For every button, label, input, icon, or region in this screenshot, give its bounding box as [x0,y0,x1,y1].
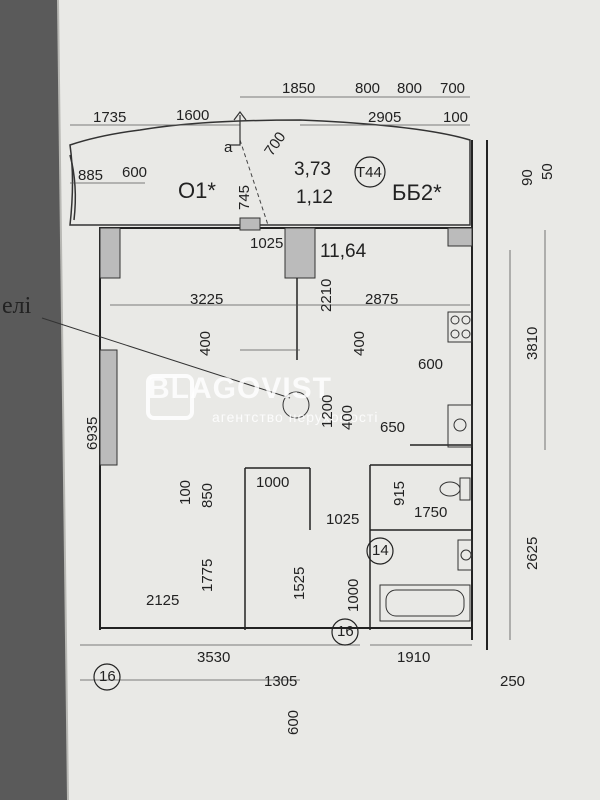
dim-800a: 800 [355,80,381,97]
dim-3225: 3225 [190,291,224,308]
dim-1000b: 1000 [345,578,362,612]
dim-1525: 1525 [291,566,308,600]
dim-885: 885 [78,167,104,184]
dim-6935: 6935 [84,416,101,450]
bathtub-icon [379,584,471,622]
dim-1200: 1200 [319,394,336,428]
main-area-label: 11,64 [320,241,367,262]
watermark-brand: BLAGOVIST [148,372,333,405]
dim-3530: 3530 [197,649,231,666]
toilet-icon [439,477,471,501]
dim-1025a: 1025 [250,235,284,252]
dim-3810: 3810 [524,326,541,360]
dim-2625: 2625 [524,536,541,570]
dim-250: 250 [500,673,526,690]
dim-2875: 2875 [365,291,399,308]
dim-745: 745 [236,184,253,210]
dim-2125: 2125 [146,592,180,609]
dim-1600: 1600 [176,107,210,124]
side-text: елі [2,293,32,319]
dim-600b: 600 [418,356,444,373]
dim-1025b: 1025 [326,511,360,528]
dim-600a: 600 [122,164,148,181]
sink-icon [447,404,473,448]
arrow-letter: a [224,139,233,156]
dim-700: 700 [440,80,466,97]
dim-50: 50 [539,163,556,180]
watermark-logo-icon [146,374,194,420]
dim-400c: 400 [339,404,356,430]
balcony-left-label: O1* [178,178,216,203]
leader-line [41,317,291,399]
stove-icon [447,311,473,343]
axis-marker-14: 14 [372,542,389,559]
dim-600c: 600 [285,709,302,735]
dimension-lines [70,96,546,681]
dim-1305: 1305 [264,673,298,690]
dim-90: 90 [519,169,536,186]
dim-100: 100 [177,479,194,505]
dim-400b: 400 [351,330,368,356]
dim-2905: 2905 [368,109,402,126]
dim-100: 100 [443,109,469,126]
type-marker: T44 [356,164,382,181]
dim-1735: 1735 [93,109,127,126]
balcony-area-label: 3,73 [294,159,331,180]
dim-915: 915 [391,480,408,506]
dim-1750: 1750 [414,504,448,521]
partitions [244,278,472,630]
washbasin-icon [457,539,473,571]
dim-1910: 1910 [397,649,431,666]
dim-400a: 400 [197,330,214,356]
balcony-right-label: ББ2* [392,180,442,205]
balcony-divider [239,139,269,226]
dim-1000a: 1000 [256,474,290,491]
dim-800b: 800 [397,80,423,97]
door-swing [282,391,310,419]
axis-marker-mid: 16 [337,623,354,640]
balcony-outline [69,119,471,226]
dim-1775: 1775 [199,558,216,592]
direction-arrow-icon [230,111,247,146]
axis-markers [93,156,394,691]
dim-650: 650 [380,419,406,436]
watermark-subtitle: агентство нерухомості [212,409,379,425]
dim-2210: 2210 [318,278,335,312]
wall-hatch [99,217,473,466]
dim-1850: 1850 [282,80,316,97]
balcony-coef-label: 1,12 [296,187,333,208]
dim-850: 850 [199,482,216,508]
axis-marker-left: 16 [99,668,116,685]
